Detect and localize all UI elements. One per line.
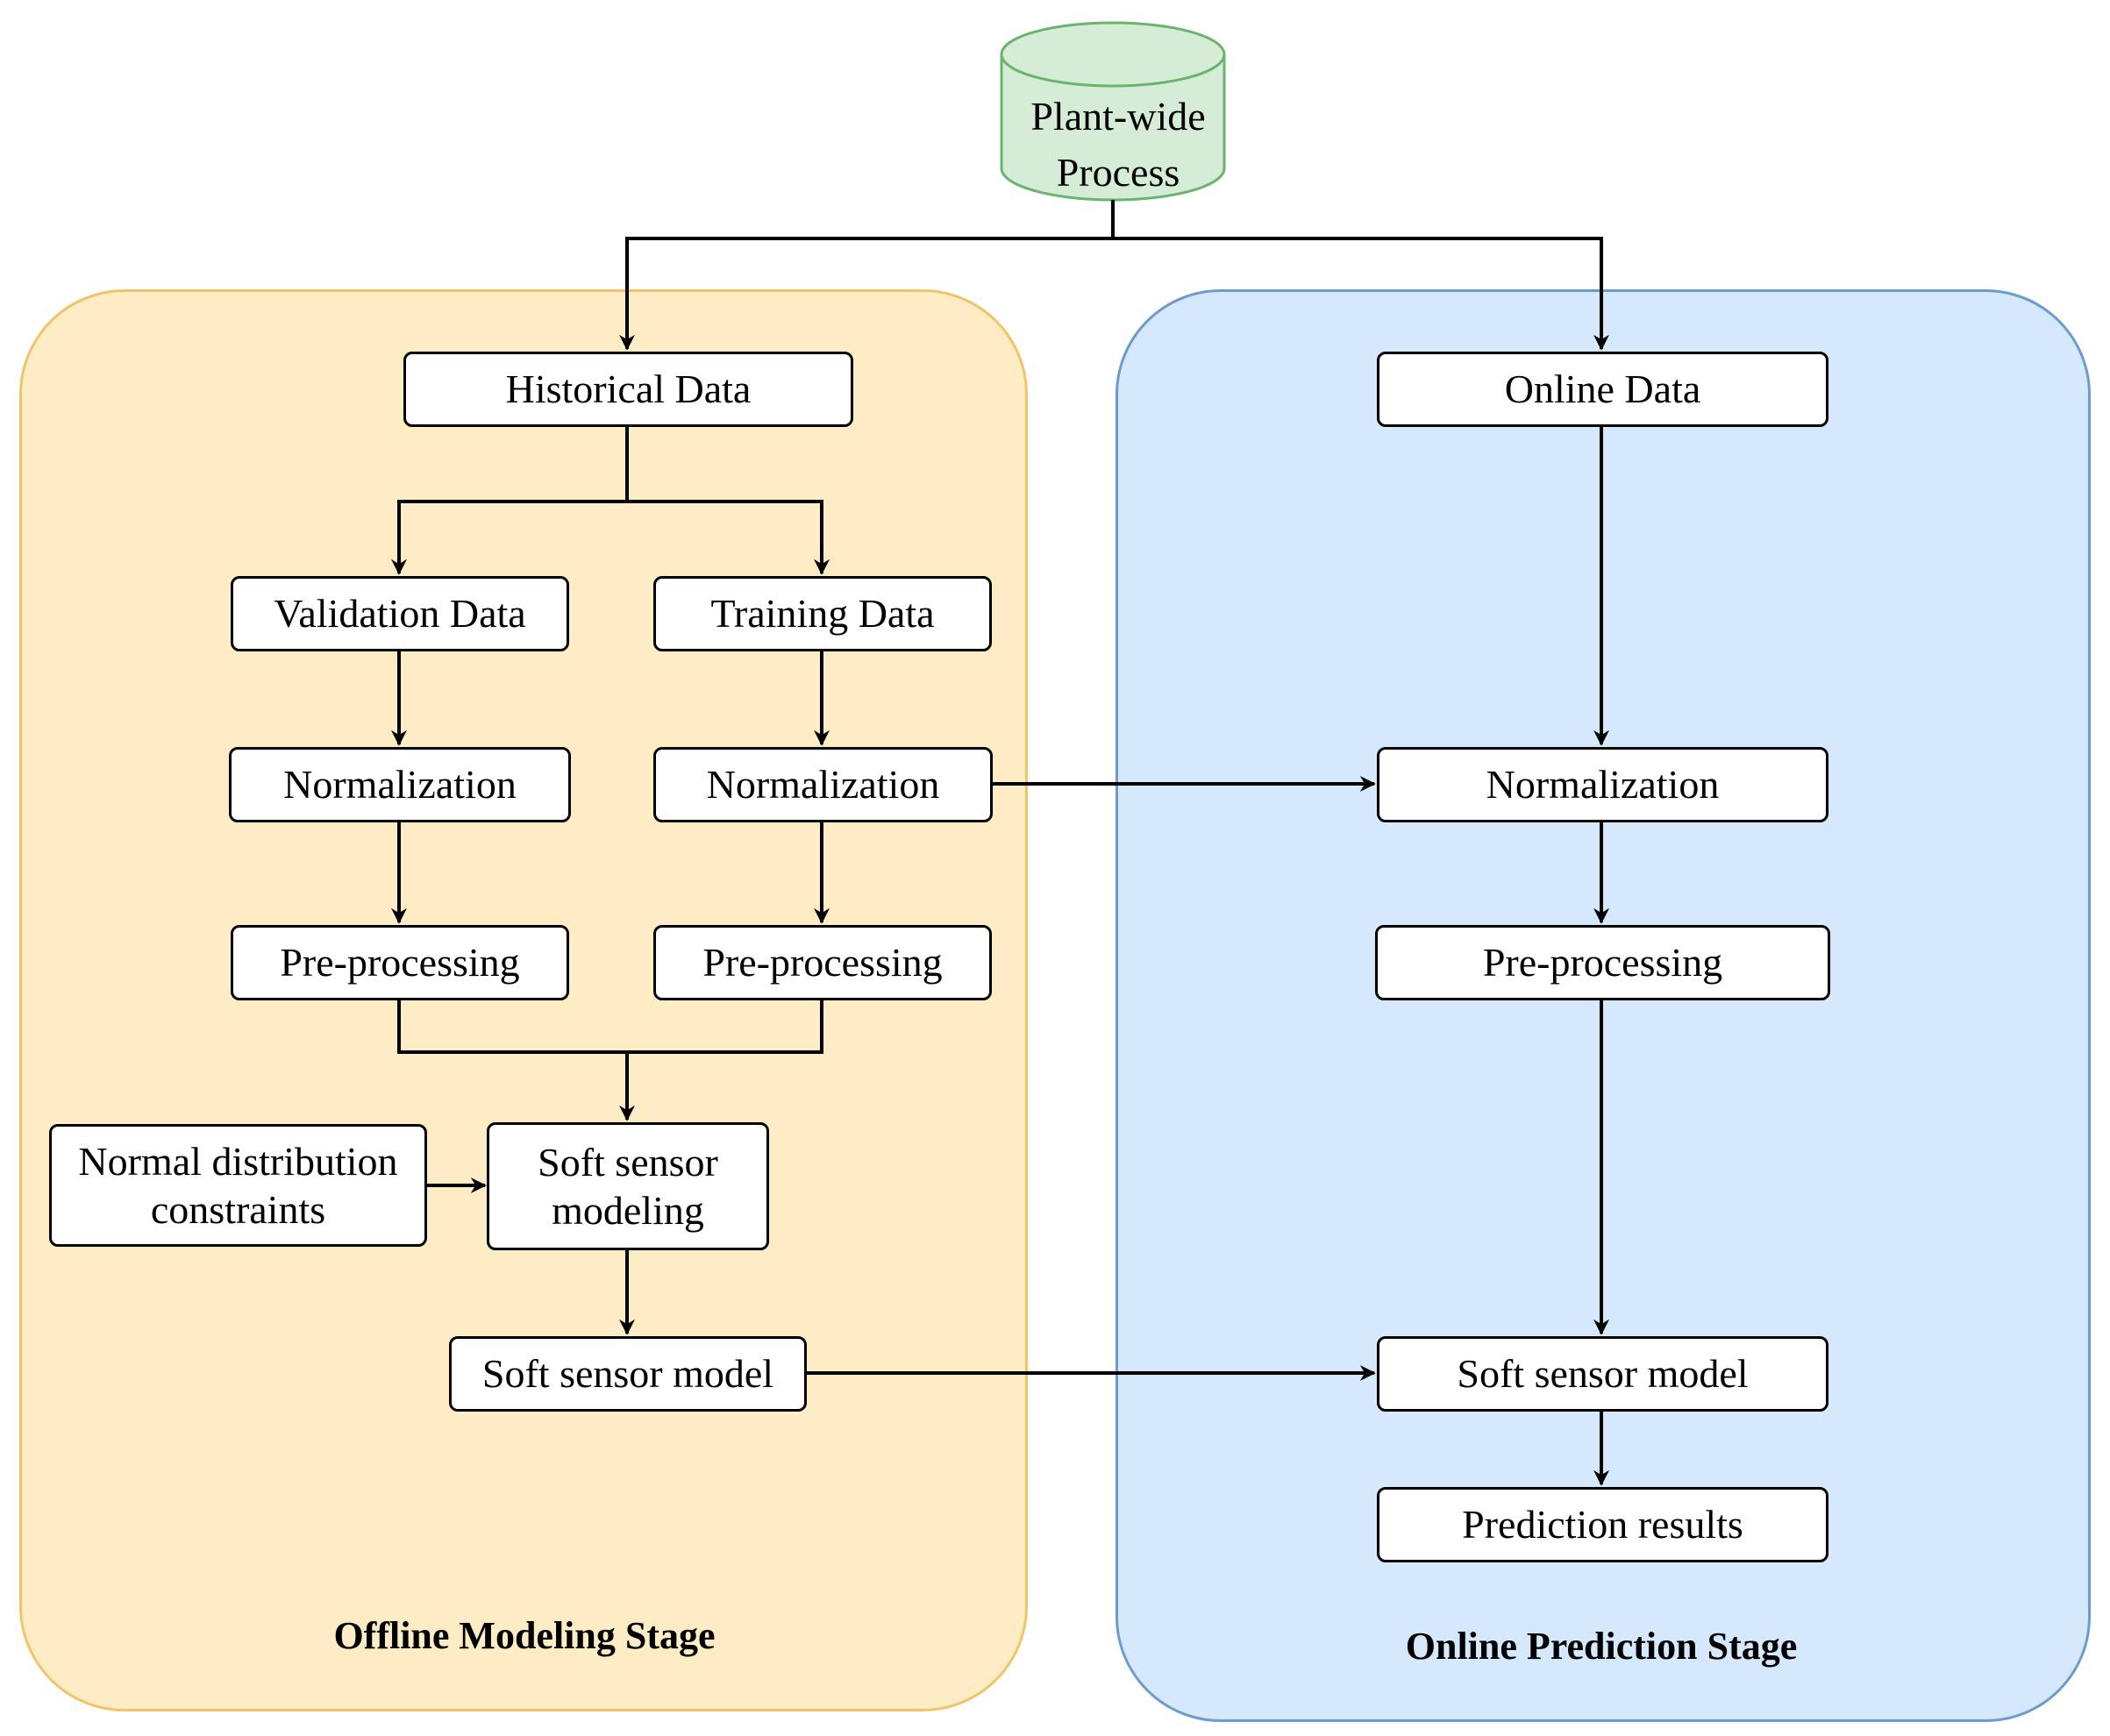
preprocessing-validation-box: Pre-processing: [231, 925, 569, 1000]
prediction-results-box: Prediction results: [1377, 1487, 1828, 1562]
offline-stage-label: Offline Modeling Stage: [333, 1614, 716, 1657]
online-normalization-box: Normalization: [1377, 747, 1828, 822]
validation-data-box: Validation Data: [231, 576, 569, 651]
plant-wide-process-label: Plant-wide Process: [1030, 93, 1206, 195]
historical-data-box: Historical Data: [403, 352, 853, 427]
online-data-box: Online Data: [1377, 352, 1828, 427]
online-soft-sensor-model-box: Soft sensor model: [1377, 1336, 1828, 1412]
arrow-to-training-data: [627, 500, 830, 575]
offline-soft-sensor-model-box: Soft sensor model: [449, 1336, 807, 1412]
soft-sensor-modeling-box: Soft sensor modeling: [487, 1122, 769, 1250]
online-preprocessing-box: Pre-processing: [1375, 925, 1830, 1000]
arrow-to-online-data: [1113, 237, 1609, 351]
connector-pre-merge: [397, 1000, 823, 1054]
normal-distribution-constraints-box: Normal distribution constraints: [49, 1124, 427, 1247]
arrow-to-historical-data: [619, 237, 1113, 351]
normalization-validation-box: Normalization: [229, 747, 571, 822]
online-stage-label: Online Prediction Stage: [1405, 1625, 1798, 1668]
normalization-training-box: Normalization: [653, 747, 993, 822]
plant-wide-process-cylinder: [1000, 21, 1226, 202]
training-data-box: Training Data: [653, 576, 992, 651]
offline-modeling-stage: [19, 289, 1028, 1711]
preprocessing-training-box: Pre-processing: [653, 925, 992, 1000]
arrow-to-validation-data: [391, 500, 627, 575]
